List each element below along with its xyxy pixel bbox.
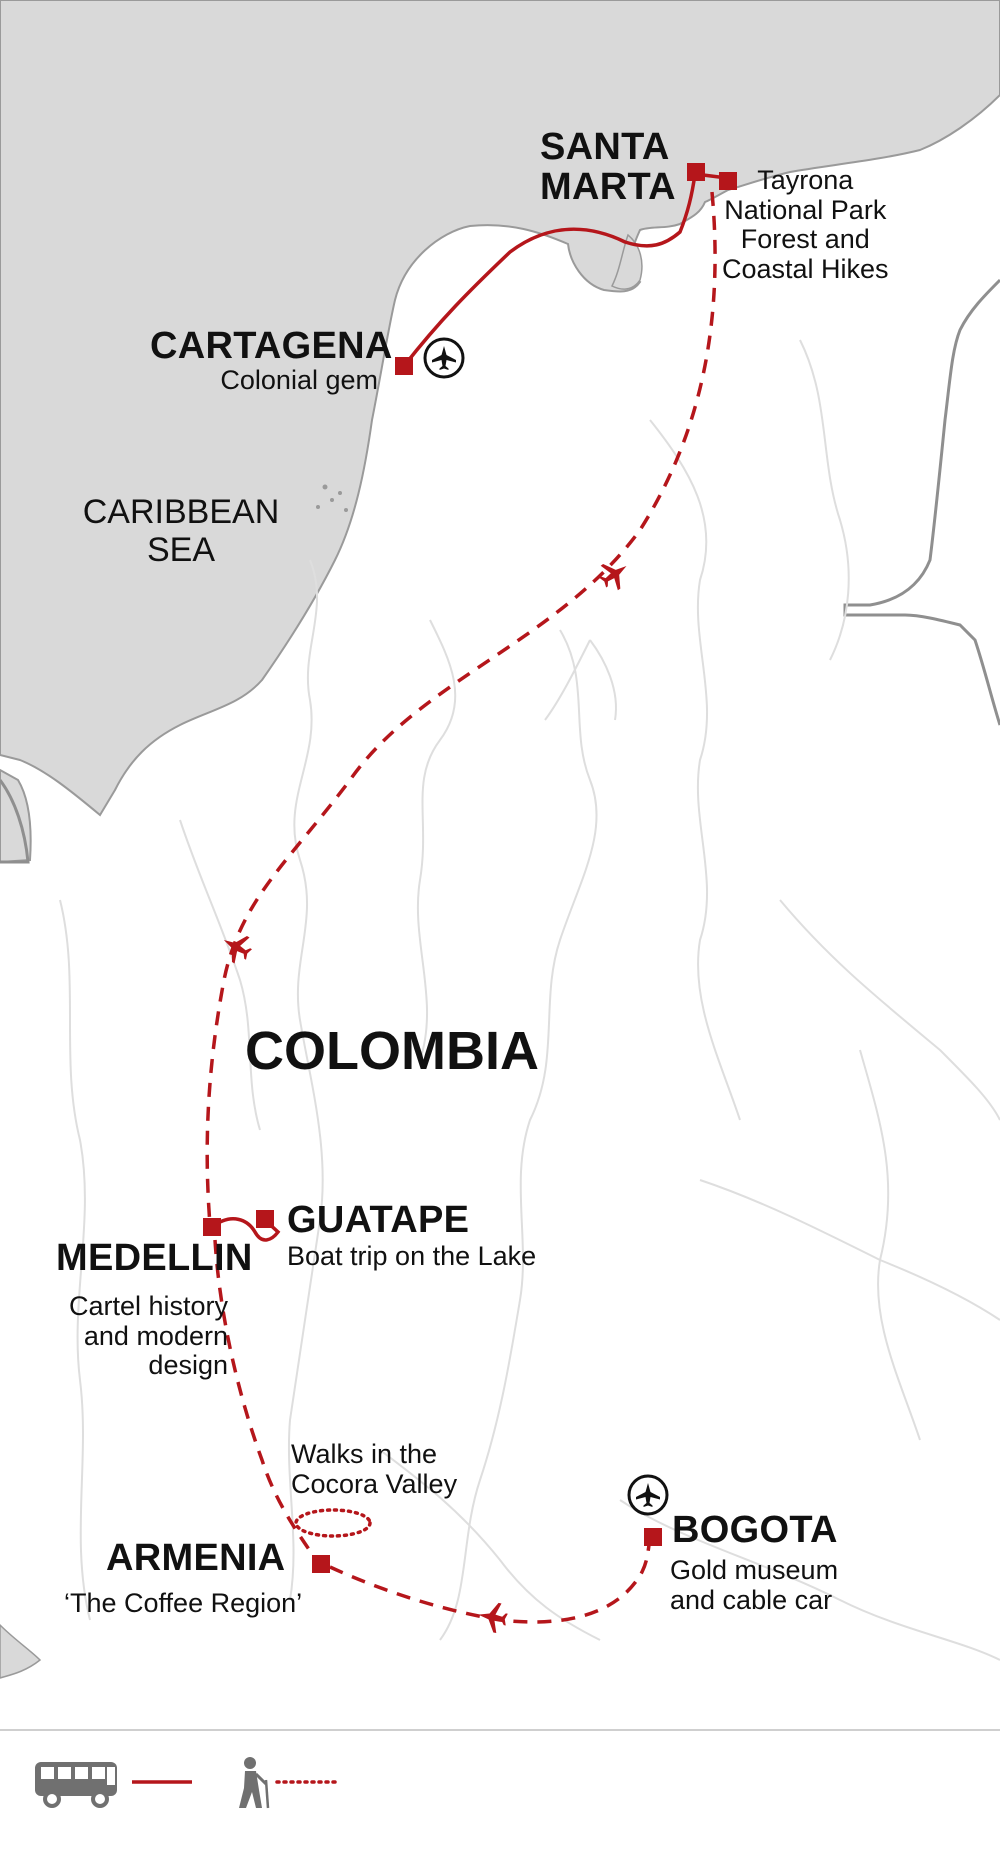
bogota-line2: and cable car <box>670 1584 833 1615</box>
route-hike-cocora <box>294 1508 372 1538</box>
city-label-santa-marta: SANTA MARTA <box>540 126 676 208</box>
legend-hike <box>239 1757 340 1809</box>
stop-marker-medellin <box>203 1218 221 1236</box>
islands <box>316 484 348 512</box>
tayrona-line1: Tayrona <box>757 165 854 195</box>
cocora-line1: Walks in the <box>291 1439 438 1469</box>
santa-marta-line1: SANTA <box>540 126 670 168</box>
sea-label-line1: CARIBBEAN <box>82 493 280 531</box>
airport-icon-cartagena <box>423 337 465 379</box>
city-label-medellin: MEDELLIN <box>56 1237 253 1279</box>
stop-marker-armenia <box>312 1555 330 1573</box>
stop-marker-tayrona <box>719 172 737 190</box>
city-label-bogota: BOGOTA <box>672 1509 838 1551</box>
stop-marker-cartagena <box>395 357 413 375</box>
tayrona-line4: Coastal Hikes <box>722 254 889 285</box>
tayrona-description: Tayrona National Park Forest and Coastal… <box>722 165 889 285</box>
hiker-icon <box>239 1757 270 1809</box>
medellin-line1: Cartel history <box>68 1291 228 1321</box>
bus-icon <box>35 1762 117 1808</box>
stop-markers <box>203 163 737 1573</box>
armenia-description: ‘The Coffee Region’ <box>64 1588 303 1618</box>
route-flight-medellin-armenia <box>213 1239 322 1567</box>
stop-marker-santa-marta <box>687 163 705 181</box>
country-label: COLOMBIA <box>245 1021 539 1081</box>
bogota-line1: Gold museum <box>670 1555 839 1585</box>
medellin-line2: and modern <box>83 1320 228 1351</box>
pacific-sea <box>0 1623 42 1679</box>
sea-label-line2: SEA <box>146 531 216 570</box>
guatape-description: Boat trip on the Lake <box>287 1241 537 1271</box>
city-label-guatape: GUATAPE <box>287 1199 470 1241</box>
route-bus-cartagena-santamarta <box>402 172 728 368</box>
cocora-description: Walks in the Cocora Valley <box>291 1439 458 1499</box>
santa-marta-line2: MARTA <box>540 165 676 208</box>
bay <box>610 233 643 290</box>
route-flight-santamarta-medellin <box>205 191 717 1226</box>
route-bus-medellin-guatape <box>210 1217 281 1242</box>
borders <box>0 278 1000 864</box>
city-label-cartagena: CARTAGENA <box>150 325 393 367</box>
airplane-icon <box>475 1599 510 1635</box>
route-flight-armenia-bogota <box>329 1537 652 1624</box>
cartagena-description: Colonial gem <box>220 365 378 395</box>
rivers <box>59 339 1000 1661</box>
caribbean-sea <box>0 0 1000 817</box>
airport-icon-bogota <box>627 1474 669 1516</box>
stop-marker-bogota <box>644 1528 662 1546</box>
medellin-description: Cartel history and modern design <box>20 1291 228 1381</box>
tayrona-line2: National Park <box>724 194 887 225</box>
city-label-armenia: ARMENIA <box>106 1537 286 1579</box>
bogota-description: Gold museum and cable car <box>670 1555 839 1615</box>
legend-bus <box>35 1762 192 1808</box>
cocora-line2: Cocora Valley <box>291 1468 458 1499</box>
sea-label: CARIBBEAN SEA <box>58 493 304 569</box>
stop-marker-guatape <box>256 1210 274 1228</box>
tayrona-line3: Forest and <box>740 224 870 255</box>
medellin-line3: design <box>148 1350 228 1381</box>
